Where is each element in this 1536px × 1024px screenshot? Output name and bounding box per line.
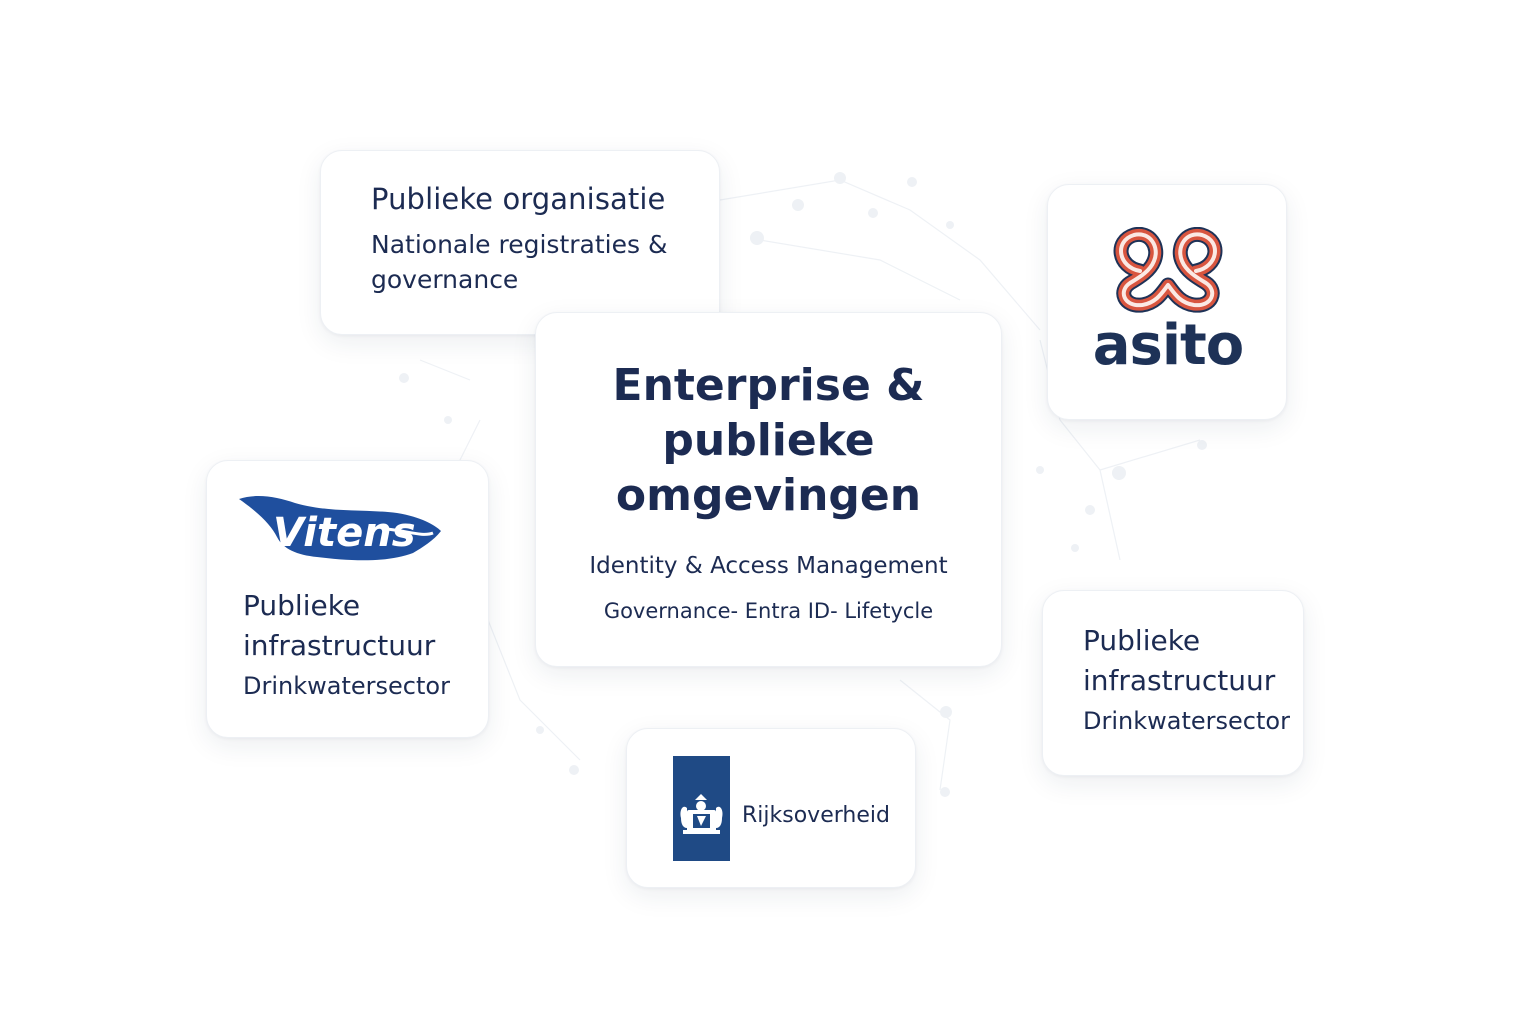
vitens-logo-icon: Vitens — [239, 496, 441, 561]
center-subtitle-governance: Governance- Entra ID- Lifetycle — [603, 599, 934, 623]
rijksoverheid-emblem-icon — [673, 756, 730, 861]
public-organisation-card: Publieke organisatie Nationale registrat… — [320, 150, 720, 335]
rijksoverheid-label: Rijksoverheid — [742, 803, 890, 828]
rijksoverheid-card: Rijksoverheid — [626, 728, 916, 888]
vitens-card: Vitens Publieke infrastructuur Drinkwate… — [206, 460, 489, 738]
enterprise-center-card: Enterprise & publieke omgevingen Identit… — [535, 312, 1002, 667]
infrastructure-right-title: Publieke infrastructuur — [1083, 624, 1276, 697]
infrastructure-card-right: Publieke infrastructuur Drinkwatersector — [1042, 590, 1304, 776]
public-organisation-subtitle: Nationale registraties & governance — [371, 230, 668, 294]
asito-knot-logo-icon — [1113, 227, 1223, 313]
infrastructure-right-subtitle: Drinkwatersector — [1083, 707, 1290, 735]
vitens-sector-subtitle: Drinkwatersector — [243, 672, 450, 700]
asito-logo-card: asito — [1047, 184, 1287, 420]
asito-wordmark: asito — [1092, 313, 1245, 378]
vitens-infrastructure-title: Publieke infrastructuur — [243, 589, 436, 662]
center-title: Enterprise & publieke omgevingen — [612, 360, 925, 521]
center-subtitle-iam: Identity & Access Management — [589, 553, 948, 579]
vitens-wordmark: Vitens — [273, 510, 416, 556]
public-organisation-title: Publieke organisatie — [371, 182, 666, 216]
